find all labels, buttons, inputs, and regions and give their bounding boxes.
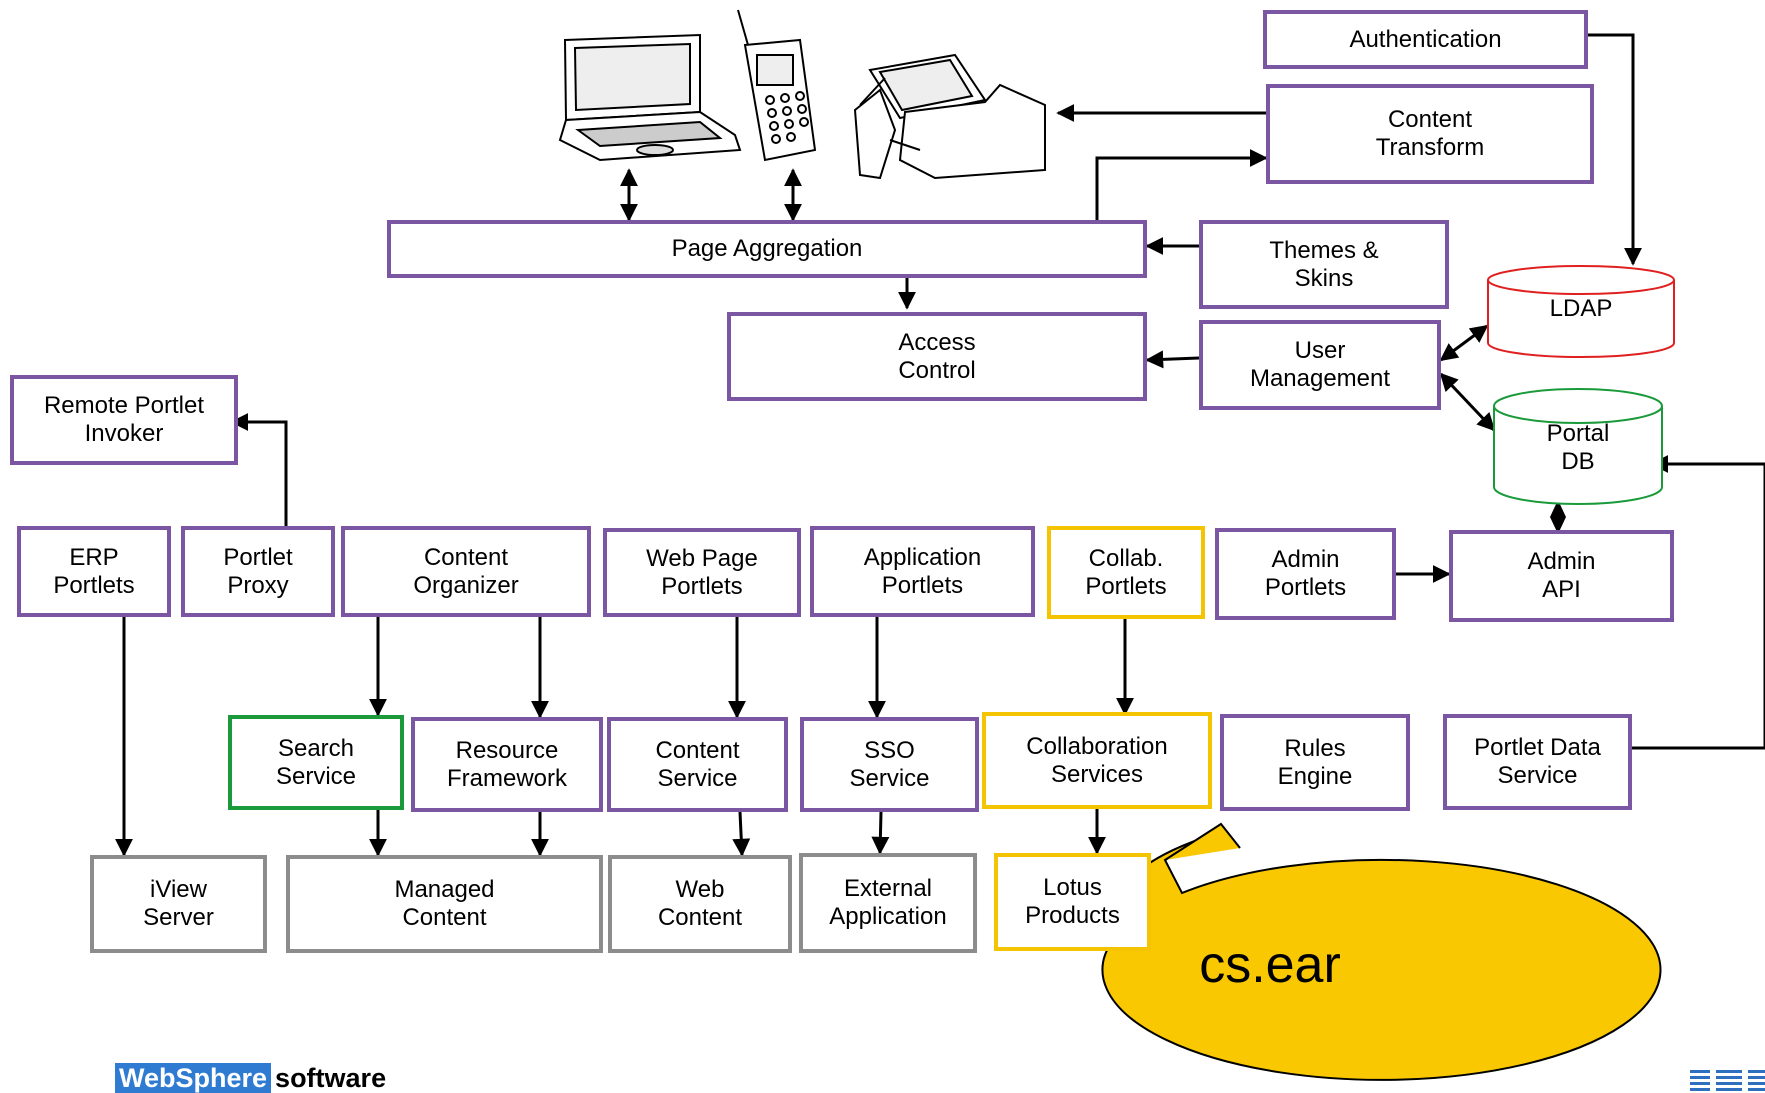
external-application-box: External Application [799,853,977,953]
application-portlets-box: Application Portlets [810,526,1035,617]
rules-engine-box: Rules Engine [1220,714,1410,811]
arrow-proxy-remote [230,413,288,526]
access-control-box: Access Control [727,312,1147,401]
arrow-pds-portaldb [1632,455,1765,750]
callout-pointer [1164,822,1241,861]
cell-phone-icon [737,9,817,162]
software-label: software [275,1063,387,1093]
arrow-usermgmt-portaldb [1439,372,1496,432]
admin-api-box: Admin API [1449,530,1674,622]
content-service-box: Content Service [607,717,788,812]
arrow-usermgmt-ldap [1439,324,1489,362]
user-management-box: User Management [1199,320,1441,410]
arrow-pageagg-transform [1095,149,1268,220]
portlet-proxy-box: Portlet Proxy [181,526,335,617]
portal-db-label: Portal DB [1546,420,1610,475]
iview-server-box: iView Server [90,855,267,953]
arrow-auth-ldap [1588,33,1642,266]
resource-framework-box: Resource Framework [411,717,603,812]
collaboration-services-box: Collaboration Services [982,712,1212,809]
cs-ear-callout-text: cs.ear [1199,936,1341,994]
arrow-usermgmt-access [1145,350,1200,369]
page-aggregation-box: Page Aggregation [387,220,1147,278]
laptop-icon [558,33,742,162]
arrow-contentsvc-webcontent [732,811,751,857]
web-page-portlets-box: Web Page Portlets [603,528,801,617]
arrow-sso-external [871,811,890,855]
authentication-box: Authentication [1263,10,1588,69]
ibm-logo-icon [1690,1070,1765,1091]
content-organizer-box: Content Organizer [341,526,591,617]
portal-db-cylinder [1493,388,1663,505]
erp-portlets-box: ERP Portlets [17,526,171,617]
lotus-products-box: Lotus Products [994,853,1151,951]
pda-handheld-icon [853,53,1046,180]
sso-service-box: SSO Service [800,717,979,812]
remote-portlet-invoker-box: Remote Portlet Invoker [10,375,238,465]
ldap-label: LDAP [1549,295,1613,322]
managed-content-box: Managed Content [286,855,603,953]
search-service-box: Search Service [228,715,404,810]
websphere-label: WebSphere [115,1063,272,1093]
portlet-data-service-box: Portlet Data Service [1443,714,1632,810]
collab-portlets-box: Collab. Portlets [1047,526,1205,619]
themes-skins-box: Themes & Skins [1199,220,1449,309]
admin-portlets-box: Admin Portlets [1215,528,1396,620]
ldap-cylinder [1487,265,1675,358]
content-transform-box: Content Transform [1266,84,1594,184]
web-content-box: Web Content [608,855,792,953]
diamond-connector [1550,500,1566,534]
